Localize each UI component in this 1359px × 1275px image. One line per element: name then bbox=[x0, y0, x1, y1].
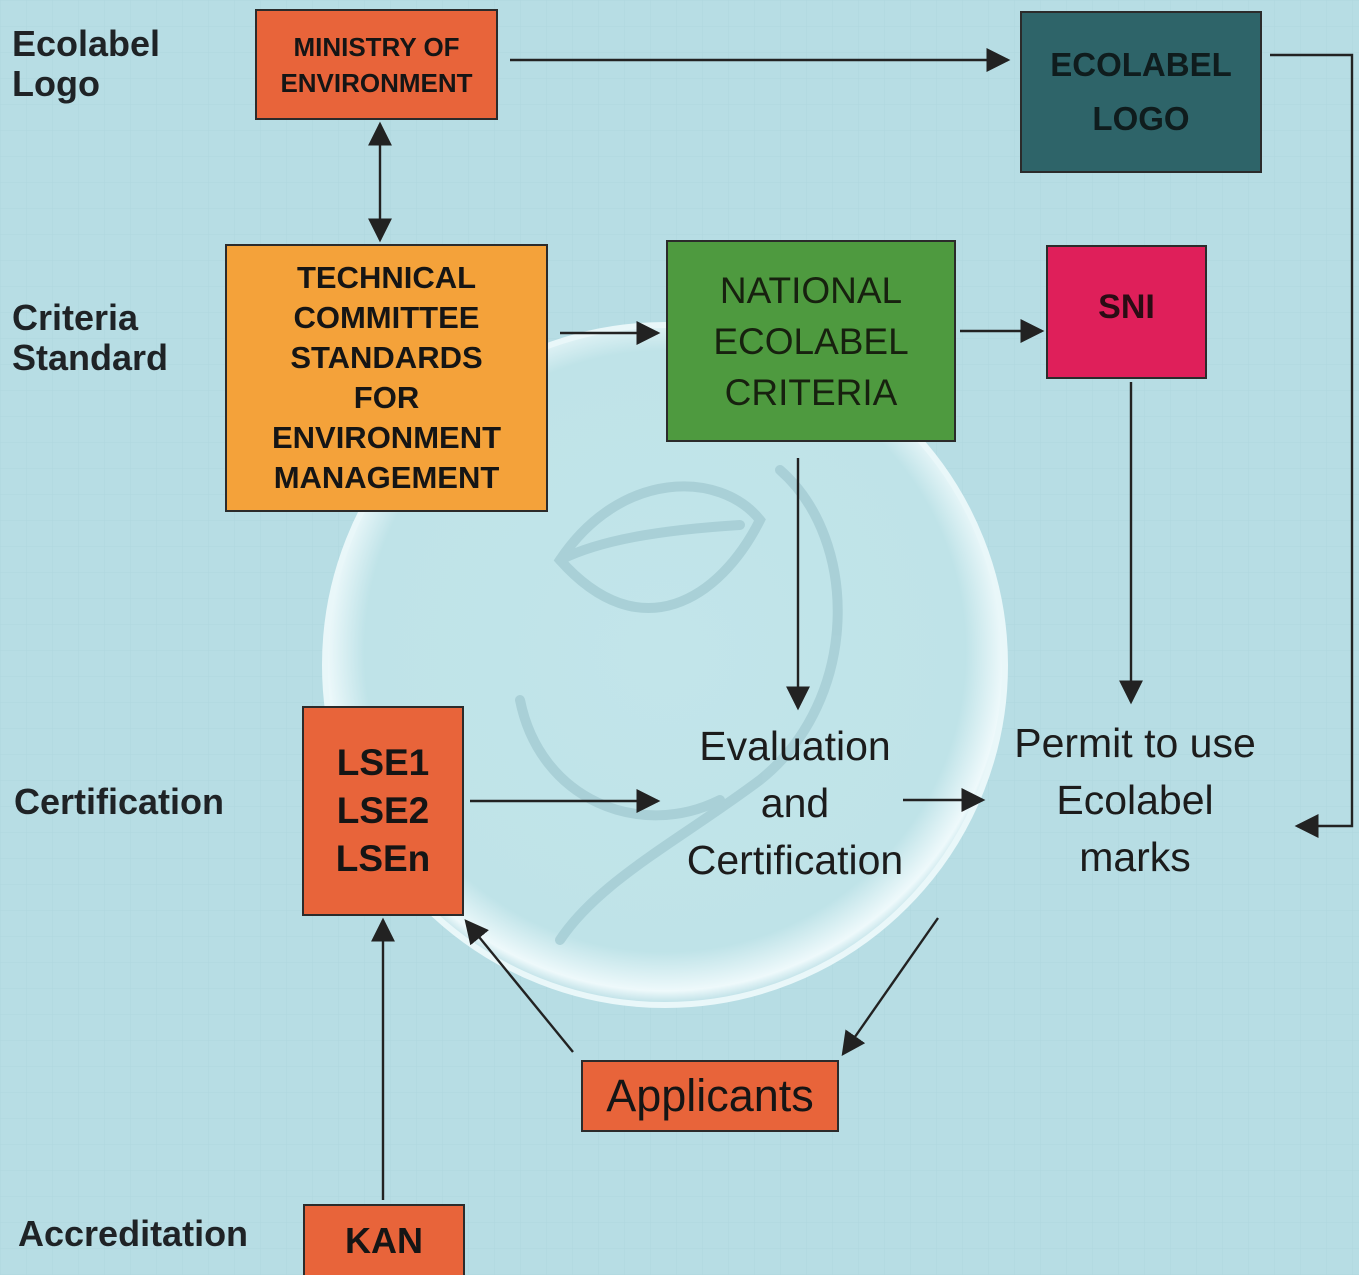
lse-box: LSE1 LSE2 LSEn bbox=[302, 706, 464, 916]
row-label-certification: Certification bbox=[14, 782, 224, 822]
sni-box: SNI bbox=[1046, 245, 1207, 379]
row-label-ecolabel-logo: Ecolabel Logo bbox=[12, 24, 160, 104]
ministry-of-environment-box: MINISTRY OF ENVIRONMENT bbox=[255, 9, 498, 120]
row-label-criteria-standard: Criteria Standard bbox=[12, 298, 168, 378]
evaluation-certification-text: Evaluation and Certification bbox=[645, 718, 945, 889]
applicants-box: Applicants bbox=[581, 1060, 839, 1132]
kan-box: KAN bbox=[303, 1204, 465, 1275]
technical-committee-box: TECHNICAL COMMITTEE STANDARDS FOR ENVIRO… bbox=[225, 244, 548, 512]
row-label-accreditation: Accreditation bbox=[18, 1214, 248, 1254]
ecolabel-logo-box: ECOLABEL LOGO bbox=[1020, 11, 1262, 173]
national-ecolabel-criteria-box: NATIONAL ECOLABEL CRITERIA bbox=[666, 240, 956, 442]
permit-ecolabel-marks-text: Permit to use Ecolabel marks bbox=[985, 715, 1285, 886]
